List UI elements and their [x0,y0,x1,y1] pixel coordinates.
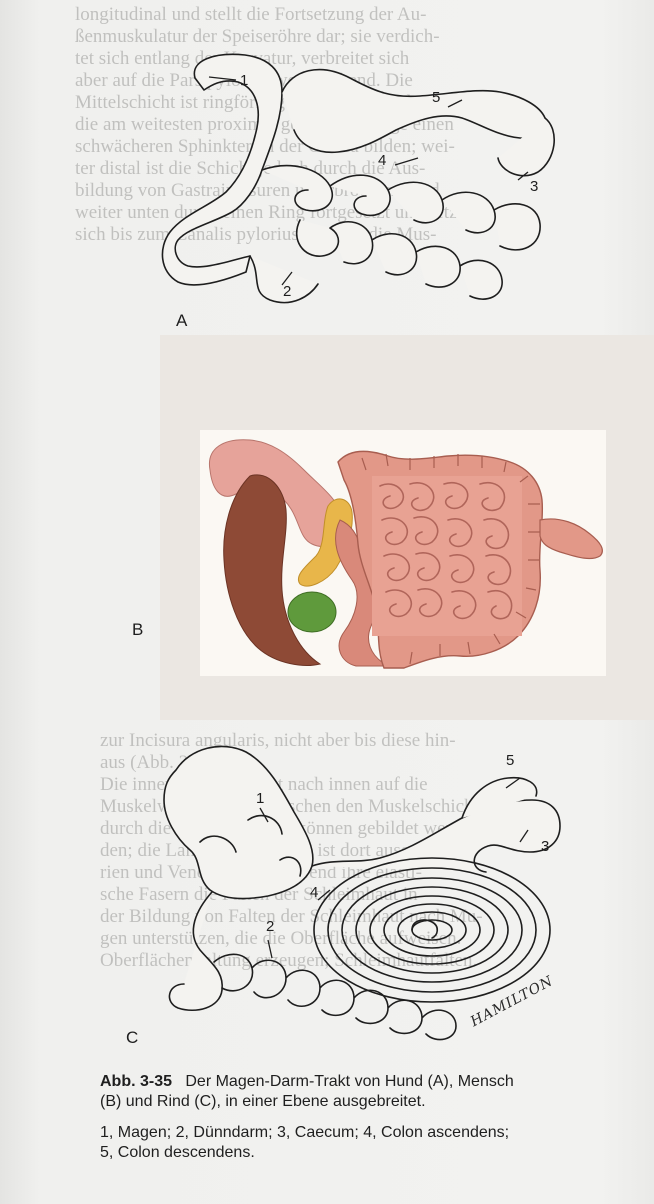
cattle-label-3: 3 [541,838,549,855]
cattle-label-5: 5 [506,752,514,769]
caption-line-2: (B) und Rind (C), in einer Ebene ausgebr… [100,1092,654,1112]
cattle-colon [312,800,560,872]
figure-caption: Abb. 3-35 Der Magen-Darm-Trakt von Hund … [100,1072,654,1163]
cattle-stomach [164,746,313,898]
cattle-label-2: 2 [266,918,274,935]
figure-number: Abb. 3-35 [100,1073,172,1090]
drawing-c-cattle-gi-tract [0,0,654,1060]
cattle-label-4: 4 [310,884,318,901]
cattle-small-intestine [169,892,222,1010]
cattle-label-1: 1 [256,790,264,807]
label-c: C [126,1028,138,1048]
legend-line-2: 5, Colon descendens. [100,1143,654,1163]
legend-line-1: 1, Magen; 2, Dünndarm; 3, Caecum; 4, Col… [100,1123,654,1143]
caption-line-1: Der Magen-Darm-Trakt von Hund (A), Mensc… [185,1073,513,1090]
